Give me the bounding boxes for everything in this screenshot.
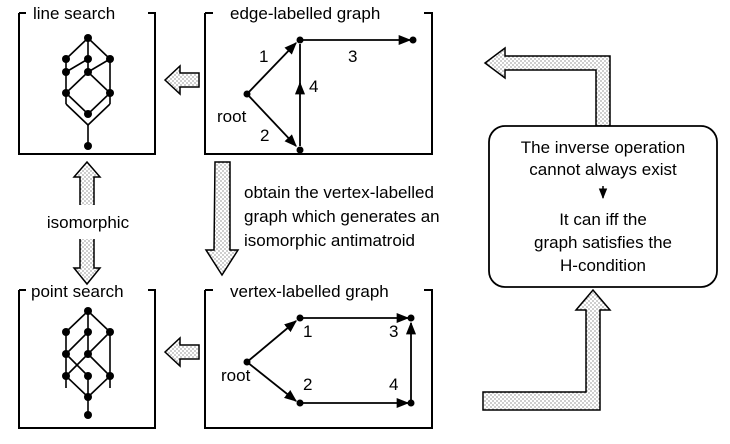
- edge-1: [246, 42, 297, 95]
- point-search-panel: point search: [18, 282, 156, 429]
- edge-label-3: 3: [348, 47, 357, 66]
- root-node: [243, 90, 251, 98]
- edge-graph-panel: edge-labelled graph root 1 2 3 4: [204, 4, 433, 155]
- graph-node: [296, 36, 304, 44]
- graph-node: [409, 36, 417, 44]
- arrow-note-to-top: [483, 46, 611, 127]
- arrow-left-bottom: [163, 336, 200, 368]
- graph-node: [407, 399, 415, 407]
- point-search-title: point search: [31, 282, 124, 301]
- vertex-graph-root-label: root: [221, 366, 251, 385]
- vertex-label-4: 4: [389, 375, 398, 394]
- graph-node: [407, 314, 415, 322]
- obtain-line-3: isomorphic antimatroid: [244, 231, 415, 250]
- point-search-nodes: [62, 307, 114, 419]
- root-node: [243, 358, 251, 366]
- isomorphic-label: isomorphic: [47, 213, 130, 232]
- vertex-label-3: 3: [389, 322, 398, 341]
- edge-graph-title: edge-labelled graph: [230, 4, 380, 23]
- graph-node: [296, 314, 304, 322]
- arrow-down-obtain: [204, 161, 240, 277]
- edge-label-2: 2: [260, 126, 269, 145]
- isomorphic-label-bg: [18, 205, 158, 239]
- edge-label-1: 1: [259, 47, 268, 66]
- line-search-nodes: [62, 34, 114, 150]
- note-line-4: graph satisfies the: [534, 233, 672, 252]
- graph-node: [296, 146, 304, 154]
- note-line-1: The inverse operation: [521, 138, 685, 157]
- line-search-panel: line search: [18, 4, 156, 155]
- vertex-graph-panel: vertex-labelled graph root 1 2 3 4: [204, 282, 433, 429]
- line-search-lattice: [65, 37, 111, 146]
- note-box: The inverse operation cannot always exis…: [488, 125, 718, 288]
- line-search-title: line search: [33, 4, 115, 23]
- obtain-line-2: graph which generates an: [244, 207, 440, 226]
- edge-2: [246, 93, 297, 147]
- note-line-2: cannot always exist: [529, 160, 677, 179]
- edge-label-4: 4: [309, 77, 318, 96]
- vertex-graph-title: vertex-labelled graph: [230, 282, 389, 301]
- graph-node: [296, 399, 304, 407]
- arrow-up-to-note: [482, 288, 612, 411]
- note-line-5: H-condition: [560, 256, 646, 275]
- note-line-3: It can iff the: [559, 210, 647, 229]
- arrow-left-top: [163, 64, 200, 96]
- vertex-edge: [246, 361, 297, 402]
- obtain-line-1: obtain the vertex-labelled: [244, 183, 434, 202]
- vertex-label-2: 2: [303, 375, 312, 394]
- vertex-label-1: 1: [303, 322, 312, 341]
- edge-graph-root-label: root: [217, 107, 247, 126]
- vertex-edge: [246, 320, 297, 363]
